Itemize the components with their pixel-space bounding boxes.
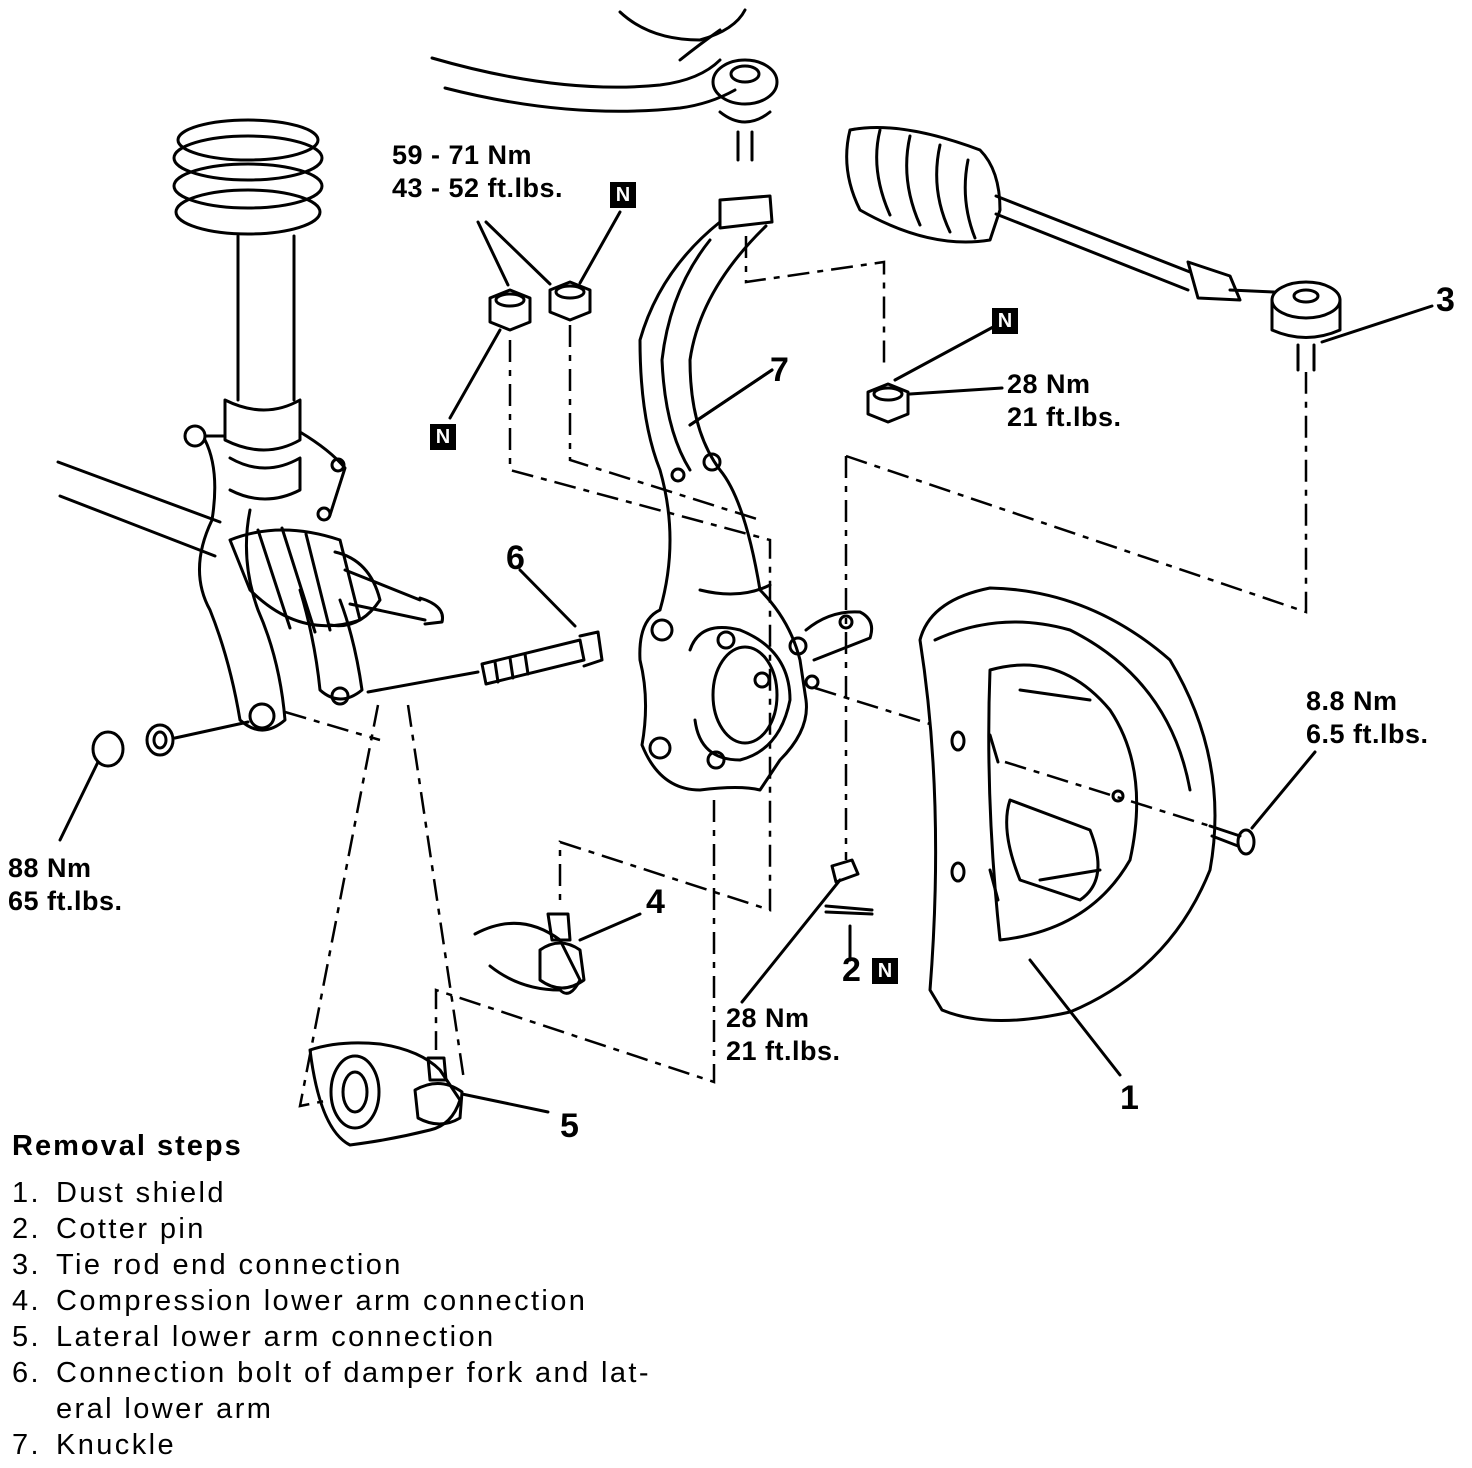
drive-shaft — [56, 460, 445, 634]
new-part-mark: N — [430, 424, 456, 450]
list-item: 6. Connection bolt of damper fork and lat… — [12, 1355, 732, 1427]
knuckle — [638, 194, 874, 792]
step-text: Dust shield — [56, 1177, 226, 1209]
lateral-lower-arm — [308, 1041, 550, 1147]
removal-steps: Removal steps 1. Dust shield 2. Cotter pin… — [12, 1130, 732, 1463]
step-text: Compression lower arm connection — [56, 1285, 588, 1317]
step-number: 6. — [12, 1357, 41, 1389]
step-number: 2. — [12, 1213, 41, 1245]
torque-label-lower-nut: 28 Nm 21 ft.lbs. — [726, 1003, 841, 1066]
step-number: 7. — [12, 1429, 41, 1461]
upper-arm — [430, 8, 779, 162]
torque-label-tie-rod-nut: 28 Nm 21 ft.lbs. — [1007, 369, 1122, 432]
compression-lower-arm — [473, 912, 642, 995]
removal-steps-title: Removal steps — [12, 1130, 243, 1162]
connection-bolt — [366, 568, 604, 694]
callout-7: 7 — [770, 351, 789, 389]
step-text: Connection bolt of damper fork and lat- … — [56, 1357, 651, 1425]
list-item: 1. Dust shield — [12, 1175, 732, 1211]
list-item: 3. Tie rod end connection — [12, 1247, 732, 1283]
new-part-mark: N — [610, 182, 636, 208]
callout-5: 5 — [560, 1107, 579, 1145]
callout-2: 2 — [842, 951, 861, 989]
callout-3: 3 — [1436, 281, 1455, 319]
new-part-mark: N — [872, 958, 898, 984]
upper-nuts — [448, 210, 622, 420]
list-item: 7. Knuckle — [12, 1427, 732, 1463]
step-text: Lateral lower arm connection — [56, 1321, 496, 1353]
step-text: Tie rod end connection — [56, 1249, 403, 1281]
step-number: 5. — [12, 1321, 41, 1353]
tie-rod — [845, 126, 1434, 372]
cotter-pin-and-nut — [740, 858, 874, 1004]
strut-assembly — [172, 118, 364, 732]
callout-7-leader — [688, 368, 774, 427]
step-number: 4. — [12, 1285, 41, 1317]
step-number: 3. — [12, 1249, 41, 1281]
new-part-mark: N — [992, 308, 1018, 334]
list-item: 2. Cotter pin — [12, 1211, 732, 1247]
removal-step-list: 1. Dust shield 2. Cotter pin 3. Tie rod end… — [12, 1175, 732, 1463]
callout-4: 4 — [646, 883, 665, 921]
callout-1: 1 — [1120, 1079, 1139, 1117]
step-text: Cotter pin — [56, 1213, 206, 1245]
dust-shield — [918, 586, 1217, 1077]
torque-label-upper-ball-joint: 59 - 71 Nm 43 - 52 ft.lbs. — [392, 140, 564, 203]
torque-label-fork-nut: 88 Nm 65 ft.lbs. — [8, 853, 123, 916]
callout-6: 6 — [506, 539, 525, 577]
tie-rod-nut — [866, 324, 1004, 424]
step-text: Knuckle — [56, 1429, 176, 1461]
list-item: 4. Compression lower arm connection — [12, 1283, 732, 1319]
step-number: 1. — [12, 1177, 41, 1209]
torque-label-dust-shield-bolt: 8.8 Nm 6.5 ft.lbs. — [1306, 686, 1429, 749]
fork-nut-and-washer — [58, 720, 250, 842]
list-item: 5. Lateral lower arm connection — [12, 1319, 732, 1355]
dust-shield-bolt — [1208, 750, 1317, 856]
